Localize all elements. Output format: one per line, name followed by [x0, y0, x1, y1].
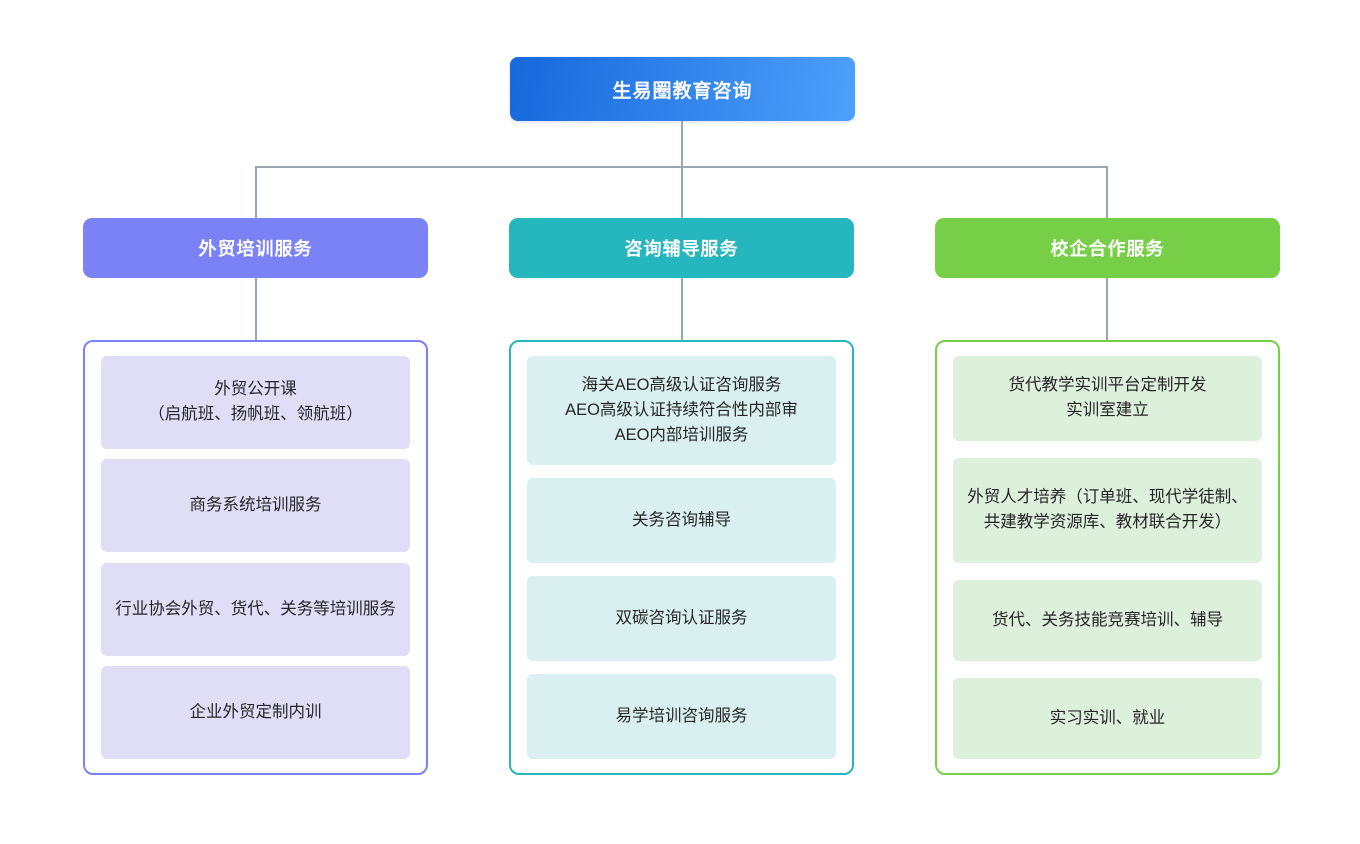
service-card[interactable]: 货代教学实训平台定制开发 实训室建立: [953, 356, 1262, 441]
service-card[interactable]: 关务咨询辅导: [527, 478, 836, 563]
service-card[interactable]: 货代、关务技能竞赛培训、辅导: [953, 580, 1262, 661]
category-body-outbound-training: 外贸公开课 （启航班、扬帆班、领航班） 商务系统培训服务 行业协会外贸、货代、关…: [83, 340, 428, 775]
category-header-consulting[interactable]: 咨询辅导服务: [509, 218, 854, 278]
connector-drop-left: [255, 166, 257, 219]
service-card[interactable]: 双碳咨询认证服务: [527, 576, 836, 661]
connector-horizontal-bar: [255, 166, 1108, 168]
service-card[interactable]: 外贸公开课 （启航班、扬帆班、领航班）: [101, 356, 410, 449]
service-card[interactable]: 易学培训咨询服务: [527, 674, 836, 759]
category-body-school-enterprise: 货代教学实训平台定制开发 实训室建立 外贸人才培养（订单班、现代学徒制、共建教学…: [935, 340, 1280, 775]
category-header-school-enterprise[interactable]: 校企合作服务: [935, 218, 1280, 278]
connector-root-stem: [681, 121, 683, 219]
service-card[interactable]: 海关AEO高级认证咨询服务 AEO高级认证持续符合性内部审 AEO内部培训服务: [527, 356, 836, 465]
category-body-consulting: 海关AEO高级认证咨询服务 AEO高级认证持续符合性内部审 AEO内部培训服务 …: [509, 340, 854, 775]
connector-drop-right: [1106, 166, 1108, 219]
service-card[interactable]: 企业外贸定制内训: [101, 666, 410, 759]
connector-stem-col-2: [1106, 278, 1108, 340]
service-card[interactable]: 商务系统培训服务: [101, 459, 410, 553]
connector-stem-col-0: [255, 278, 257, 340]
service-card[interactable]: 外贸人才培养（订单班、现代学徒制、共建教学资源库、教材联合开发）: [953, 458, 1262, 563]
root-node[interactable]: 生易圈教育咨询: [510, 57, 855, 121]
service-card[interactable]: 实习实训、就业: [953, 678, 1262, 759]
connector-stem-col-1: [681, 278, 683, 340]
service-card[interactable]: 行业协会外贸、货代、关务等培训服务: [101, 562, 410, 656]
category-header-outbound-training[interactable]: 外贸培训服务: [83, 218, 428, 278]
